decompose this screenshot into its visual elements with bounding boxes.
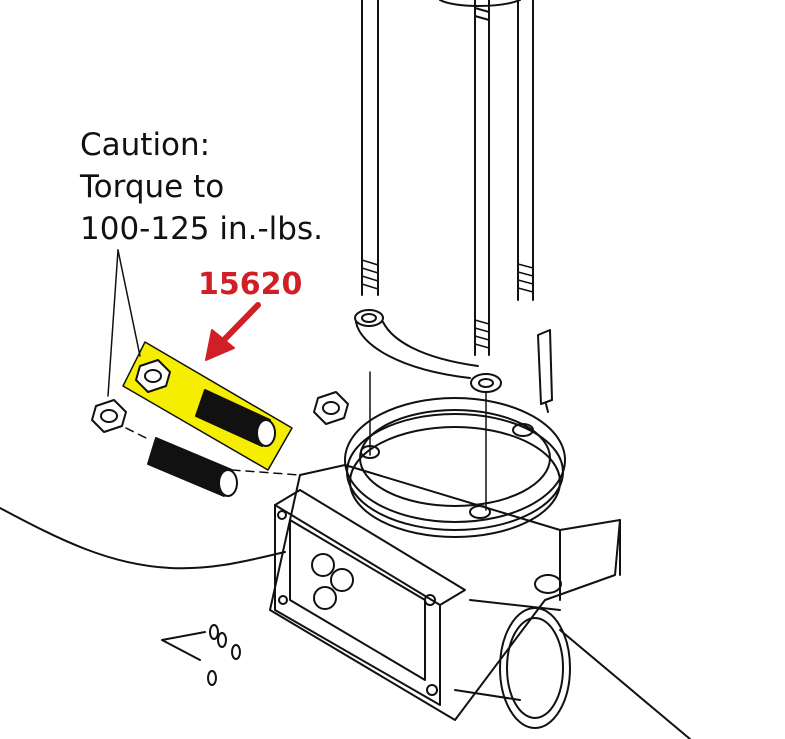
valve-body (269, 464, 621, 721)
caution-torque-value: 100-125 in.-lbs. (80, 211, 323, 247)
caution-heading: Caution: (80, 127, 211, 163)
housing-flange (344, 397, 566, 538)
spring-clip (161, 624, 241, 686)
caution-leader-lines (107, 249, 141, 397)
bent-tube (354, 309, 502, 393)
pipe (454, 599, 571, 729)
ground-line (559, 629, 691, 739)
dipstick-probe (537, 329, 553, 413)
part-number-label: 15620 (198, 267, 303, 302)
part-arrow (205, 302, 261, 361)
table-edge-line (0, 507, 286, 570)
hex-nuts (91, 359, 349, 433)
caution-torque-line: Torque to (80, 169, 225, 205)
threaded-studs (125, 389, 301, 497)
tie-rods (361, 0, 534, 356)
